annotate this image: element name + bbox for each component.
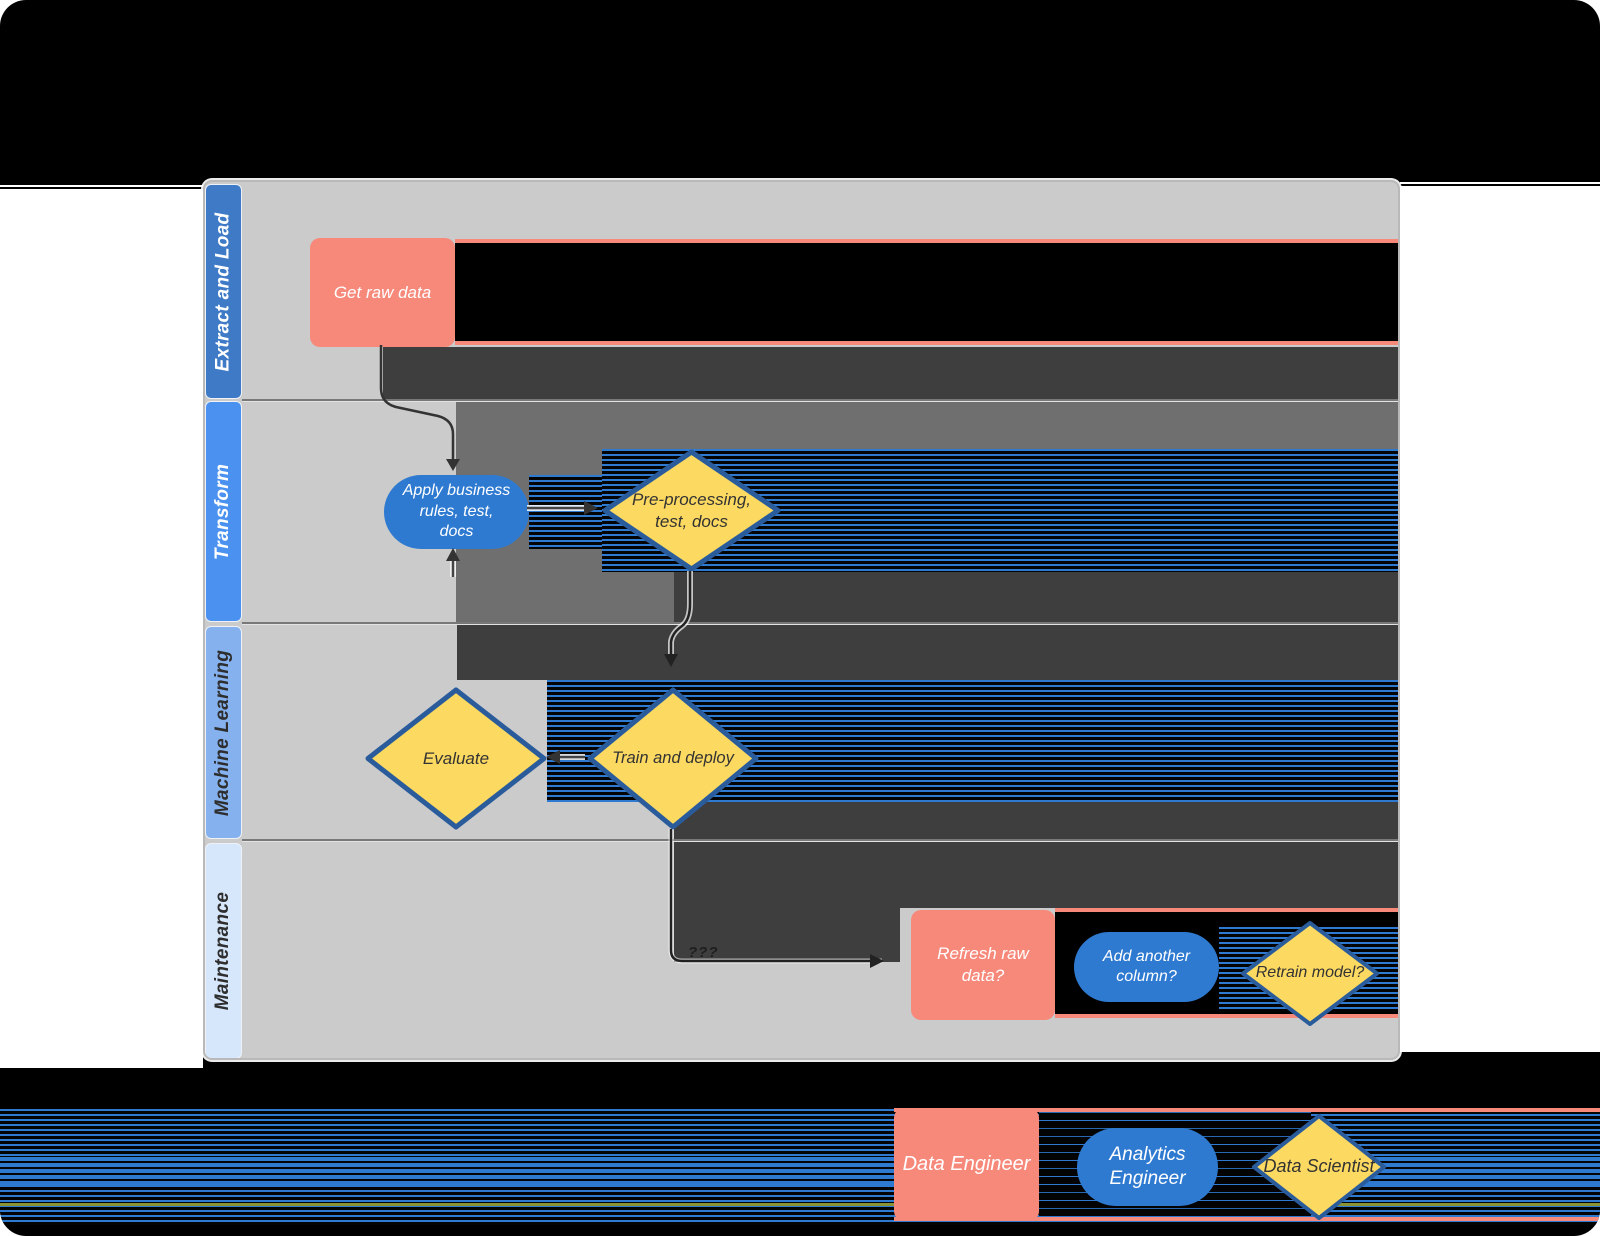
- node-evaluate-label: Evaluate: [422, 748, 490, 768]
- lane-boundary-2: [242, 622, 1398, 624]
- flowchart-diagram: Extract and Load Transform Machine Learn…: [203, 180, 1400, 1060]
- right-margin: [1400, 182, 1600, 1052]
- node-get-raw-data[interactable]: Get raw data: [310, 238, 455, 347]
- lane-maintenance-label: Maintenance: [212, 891, 234, 1011]
- lane-boundary-3-light: [242, 841, 1398, 842]
- diamond-shape: [365, 687, 547, 830]
- glitch-pink-smear-top: [455, 239, 1398, 243]
- glitch-charcoal-ml-bottom: [674, 802, 1398, 840]
- lane-boundary-1: [242, 399, 1398, 401]
- node-retrain-model[interactable]: Retrain model?: [1240, 920, 1380, 1027]
- glitch-pink-smear-bottom: [455, 341, 1398, 345]
- legend-data-scientist[interactable]: Data Scientist: [1251, 1113, 1387, 1221]
- lane-extract-and-load[interactable]: Extract and Load: [205, 184, 242, 399]
- lane-transform-label: Transform: [212, 463, 234, 560]
- node-add-another-column[interactable]: Add another column?: [1074, 932, 1219, 1002]
- left-margin-hairline: [0, 187, 203, 189]
- legend-data-scientist-label: Data Scientist: [1263, 1156, 1375, 1177]
- legend-analytics-engineer-label: Analytics Engineer: [1109, 1143, 1186, 1189]
- legend-data-engineer-label: Data Engineer: [902, 1152, 1031, 1175]
- right-margin-hairline: [1400, 184, 1600, 186]
- lane-maintenance[interactable]: Maintenance: [205, 843, 242, 1058]
- legend-pink-smear-top: [894, 1108, 1600, 1112]
- node-get-raw-data-label: Get raw data: [333, 282, 432, 302]
- node-train-and-deploy-label: Train and deploy: [612, 748, 734, 767]
- node-apply-business-rules[interactable]: Apply business rules, test, docs: [384, 475, 529, 549]
- glitch-charcoal-ml-top: [457, 624, 1398, 680]
- diamond-shape: [587, 687, 759, 830]
- glitch-stripes-transform-left: [529, 475, 602, 549]
- node-pre-processing[interactable]: Pre-processing, test, docs: [602, 449, 781, 572]
- lane-boundary-2-light: [242, 624, 1398, 625]
- lane-machine-learning[interactable]: Machine Learning: [205, 626, 242, 839]
- connector-loop-label: ???: [688, 944, 719, 961]
- lane-machine-learning-label: Machine Learning: [212, 649, 234, 816]
- node-evaluate[interactable]: Evaluate: [365, 687, 547, 830]
- glitch-pink-maintenance-top: [1055, 908, 1398, 912]
- olive-glitch-line: [0, 1203, 1600, 1206]
- glitch-charcoal-maintenance: [674, 840, 1398, 908]
- diamond-shape: [1252, 1114, 1386, 1220]
- lane-boundary-1-light: [242, 401, 1398, 402]
- node-retrain-model-label: Retrain model?: [1255, 964, 1365, 982]
- node-train-and-deploy[interactable]: Train and deploy: [587, 687, 759, 830]
- glitch-black-band: [455, 243, 1398, 341]
- node-refresh-raw-data-label: Refresh raw data?: [937, 944, 1029, 985]
- glitch-pink-maintenance-bottom: [1055, 1014, 1398, 1018]
- left-margin: [0, 185, 203, 1068]
- glitch-charcoal-transform-bottom: [674, 572, 1398, 624]
- legend-pink-smear-bottom: [894, 1217, 1600, 1221]
- lane-extract-and-load-label: Extract and Load: [212, 212, 234, 371]
- diamond-shape: [602, 449, 781, 572]
- node-add-another-column-label: Add another column?: [1102, 947, 1191, 985]
- node-refresh-raw-data[interactable]: Refresh raw data?: [911, 910, 1055, 1020]
- diamond-shape: [1241, 921, 1379, 1026]
- lane-transform[interactable]: Transform: [205, 401, 242, 622]
- glitch-charcoal-el: [383, 347, 1398, 399]
- legend-analytics-engineer[interactable]: Analytics Engineer: [1077, 1128, 1218, 1206]
- legend-data-engineer[interactable]: Data Engineer: [894, 1108, 1039, 1221]
- node-apply-business-rules-label: Apply business rules, test, docs: [402, 482, 511, 541]
- node-pre-processing-label: Pre-processing, test, docs: [631, 489, 752, 531]
